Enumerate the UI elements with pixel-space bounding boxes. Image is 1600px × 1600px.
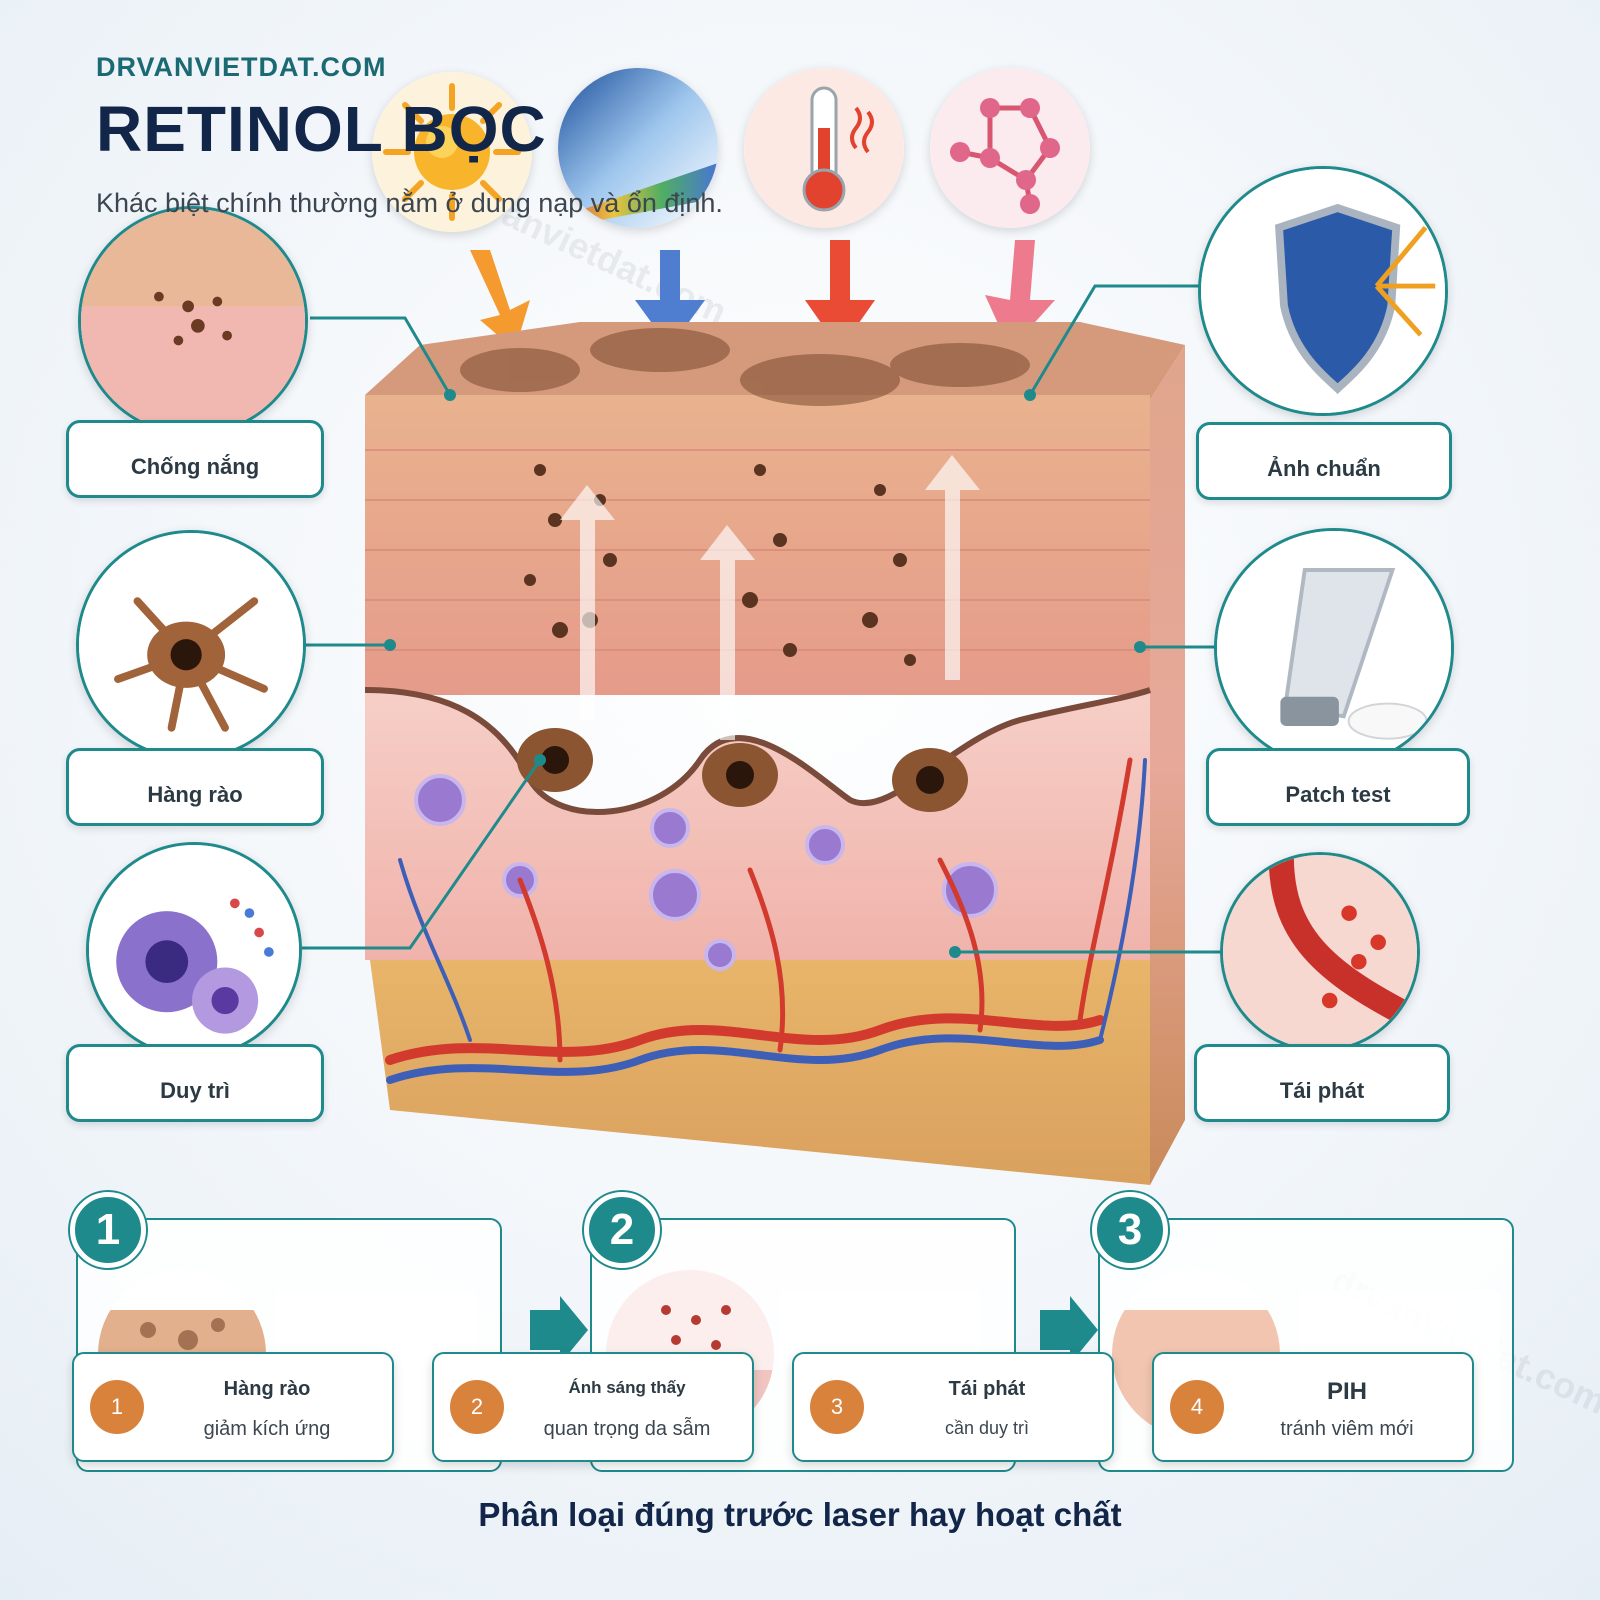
cream-tube-circle	[1214, 528, 1454, 768]
brand-name: DRVANVIETDAT.COM	[96, 52, 387, 82]
sun-icon	[372, 72, 532, 232]
card-badge: 4	[1170, 1380, 1224, 1434]
label-tai-phat: Tái phát	[1194, 1044, 1450, 1122]
card-badge: 2	[450, 1380, 504, 1434]
page-title: RETINOL BỌC	[96, 93, 547, 165]
subtitle: Khác biệt chính thường nằm ở dung nạp và…	[96, 188, 723, 218]
step-number-3: 3	[1092, 1192, 1168, 1268]
label-hang-rao: Hàng rào	[66, 748, 324, 826]
molecule-icon	[930, 68, 1090, 228]
label-anh-chuan: Ảnh chuẩn	[1196, 422, 1452, 500]
card-subtitle: quan trọng da sẫm	[543, 1418, 711, 1440]
step-number-1: 1	[70, 1192, 146, 1268]
card-subtitle: cần duy trì	[944, 1418, 1030, 1438]
card-title: PIH	[1326, 1378, 1367, 1405]
card-3: 3 Tái phát cần duy trì	[792, 1352, 1114, 1462]
card-1: 1 Hàng rào giảm kích ứng	[72, 1352, 394, 1462]
shield-circle	[1198, 166, 1448, 416]
card-title: Hàng rào	[223, 1378, 311, 1400]
label-patch-test: Patch test	[1206, 748, 1470, 826]
card-subtitle: giảm kích ứng	[203, 1418, 331, 1440]
card-4: 4 PIH tránh viêm mới	[1152, 1352, 1474, 1462]
step-arrow-icon	[1040, 1296, 1098, 1364]
card-title: Ánh sáng thấy	[568, 1378, 686, 1397]
thermometer-icon	[744, 68, 904, 228]
card-badge: 1	[90, 1380, 144, 1434]
card-subtitle: tránh viêm mới	[1280, 1418, 1414, 1440]
light-ray-icon	[558, 68, 718, 228]
pigmentation-circle	[78, 206, 308, 436]
card-title: Tái phát	[948, 1378, 1026, 1400]
card-2: 2 Ánh sáng thấy quan trọng da sẫm	[432, 1352, 754, 1462]
step-arrow-icon	[530, 1296, 588, 1364]
melanocyte-circle	[76, 530, 306, 760]
card-badge: 3	[810, 1380, 864, 1434]
step-number-2: 2	[584, 1192, 660, 1268]
blood-vessel-circle	[1220, 852, 1420, 1052]
label-duy-tri: Duy trì	[66, 1044, 324, 1122]
label-chong-nang: Chống nắng	[66, 420, 324, 498]
footer-caption: Phân loại đúng trước laser hay hoạt chất	[478, 1496, 1122, 1533]
immune-cell-circle	[86, 842, 302, 1058]
